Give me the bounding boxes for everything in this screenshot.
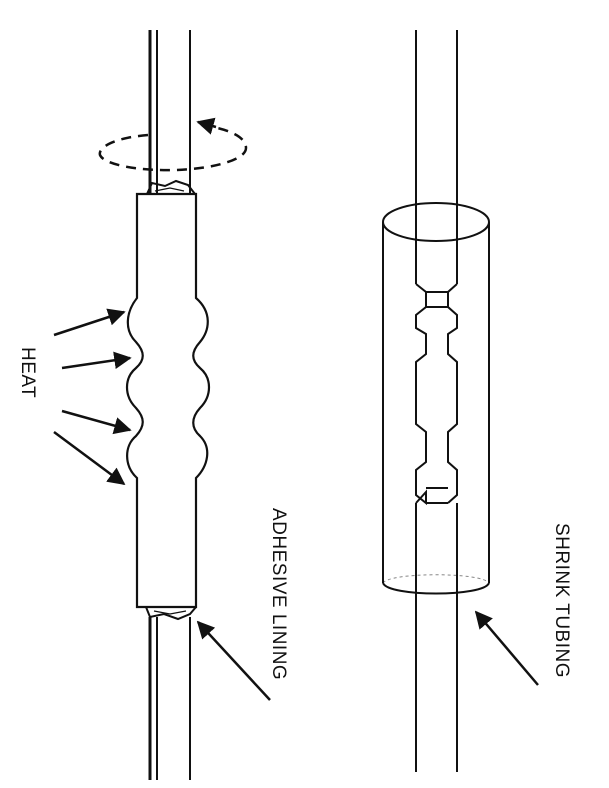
left-adhesive-bottom [145,606,197,621]
shrink-tubing-sleeve [382,202,490,595]
splice-connector [415,283,458,506]
heat-arrow-icon [61,351,132,370]
left-adhesive-top [146,179,196,195]
heat-arrows [53,308,132,486]
pointer-arrow-icon [474,610,539,686]
pointer-arrow-icon [196,620,271,701]
heat-arrow-icon [61,409,132,435]
left-lower-wire [148,617,191,780]
left-splice-assembly [98,30,248,780]
heat-arrow-icon [53,308,126,337]
heat-label: HEAT [17,347,38,398]
left-upper-wire [148,30,191,194]
shrink-tubing-label: SHRINK TUBING [551,523,572,678]
left-shrunk-tubing [125,192,211,609]
adhesive-lining-label: ADHESIVE LINING [268,508,289,680]
heat-arrow-icon [53,430,126,486]
right-upper-wire [415,30,458,284]
right-splice-assembly [382,30,490,772]
rotation-arrow-icon [98,117,248,172]
right-lower-wire [415,503,458,772]
